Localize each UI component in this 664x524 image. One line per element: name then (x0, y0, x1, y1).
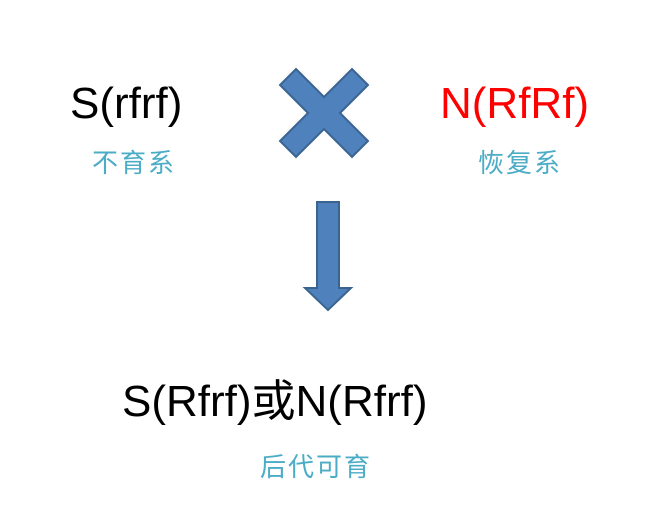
offspring-genotype: S(Rfrf)或N(Rfrf) (122, 377, 428, 426)
female-parent-genotype: S(rfrf) (70, 79, 183, 128)
male-parent-genotype: N(RfRf) (440, 79, 590, 128)
male-parent-description: 恢复系 (478, 148, 563, 178)
arrow-down-icon (302, 201, 354, 312)
offspring-description: 后代可育 (260, 452, 373, 482)
cross-icon (278, 67, 370, 159)
female-parent-description: 不育系 (92, 148, 177, 178)
